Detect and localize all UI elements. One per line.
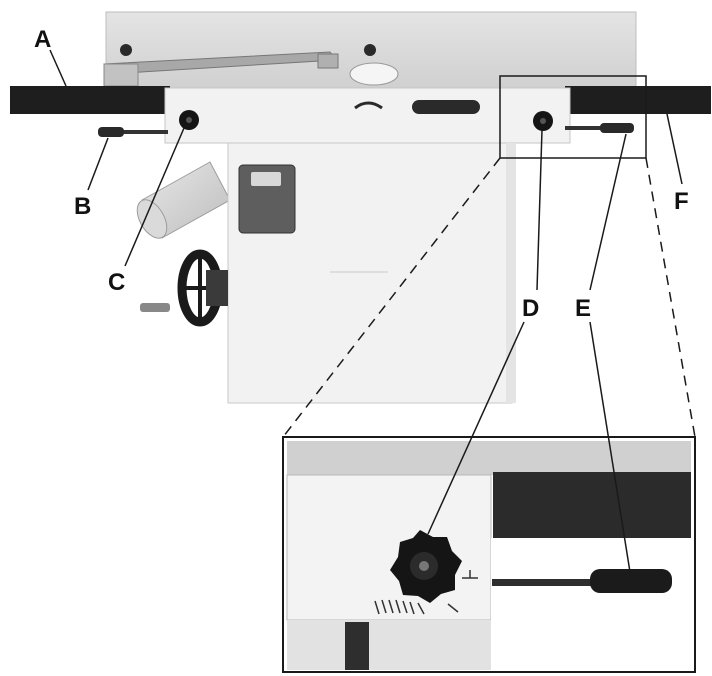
leader-A bbox=[49, 49, 67, 87]
infeed-table-A bbox=[10, 86, 170, 114]
guard-knob bbox=[349, 62, 399, 86]
machine bbox=[10, 11, 711, 404]
hand-wheel-icon bbox=[140, 249, 228, 327]
zoom-line-left bbox=[282, 157, 501, 438]
inset-scale-marks bbox=[374, 570, 478, 615]
callout-labels: A B C D E F bbox=[34, 26, 689, 322]
inset-fence-strip bbox=[287, 441, 691, 475]
fence-slide-block bbox=[103, 63, 139, 87]
callout-F: F bbox=[674, 188, 689, 215]
leader-C bbox=[124, 127, 185, 267]
leader-lines bbox=[49, 49, 683, 573]
leader-F bbox=[666, 113, 683, 185]
dust-chute-opening bbox=[136, 199, 168, 239]
callout-A: A bbox=[34, 26, 51, 53]
leader-D bbox=[536, 129, 543, 291]
zoom-line-right bbox=[645, 157, 696, 438]
callout-E: E bbox=[575, 295, 591, 322]
switch-button-icon bbox=[251, 172, 281, 186]
inset-handle-E-icon bbox=[492, 569, 672, 593]
front-housing bbox=[164, 87, 571, 144]
leader-inset-D bbox=[427, 321, 525, 535]
knob-D-icon bbox=[533, 111, 553, 131]
handle-E-icon bbox=[565, 123, 634, 133]
callout-C: C bbox=[108, 269, 125, 296]
callout-D: D bbox=[522, 295, 539, 322]
outfeed-table-F bbox=[565, 86, 711, 114]
callout-B: B bbox=[74, 193, 91, 220]
inset-body bbox=[286, 474, 492, 621]
cutter-slot bbox=[412, 100, 480, 114]
base-right-edge bbox=[506, 143, 516, 403]
leader-inset-E bbox=[589, 321, 631, 573]
guard-arc bbox=[354, 101, 383, 110]
zoom-guides bbox=[282, 157, 696, 438]
fence-knob-left-icon bbox=[120, 44, 132, 56]
handle-B-icon bbox=[98, 127, 168, 137]
inset-table-F bbox=[493, 472, 691, 538]
fence-clamp-block bbox=[317, 53, 339, 69]
knob-C-icon bbox=[179, 110, 199, 130]
zoom-source-box bbox=[499, 75, 647, 159]
leader-B bbox=[87, 137, 109, 191]
leader-E bbox=[589, 133, 627, 291]
fence-knob-mid-icon bbox=[364, 44, 376, 56]
inset-knob-D-icon bbox=[390, 530, 462, 603]
inset-body-shadow bbox=[287, 620, 491, 670]
detail-inset bbox=[282, 436, 696, 673]
inset-bracket bbox=[345, 622, 369, 670]
inset-table-gap bbox=[491, 538, 691, 670]
